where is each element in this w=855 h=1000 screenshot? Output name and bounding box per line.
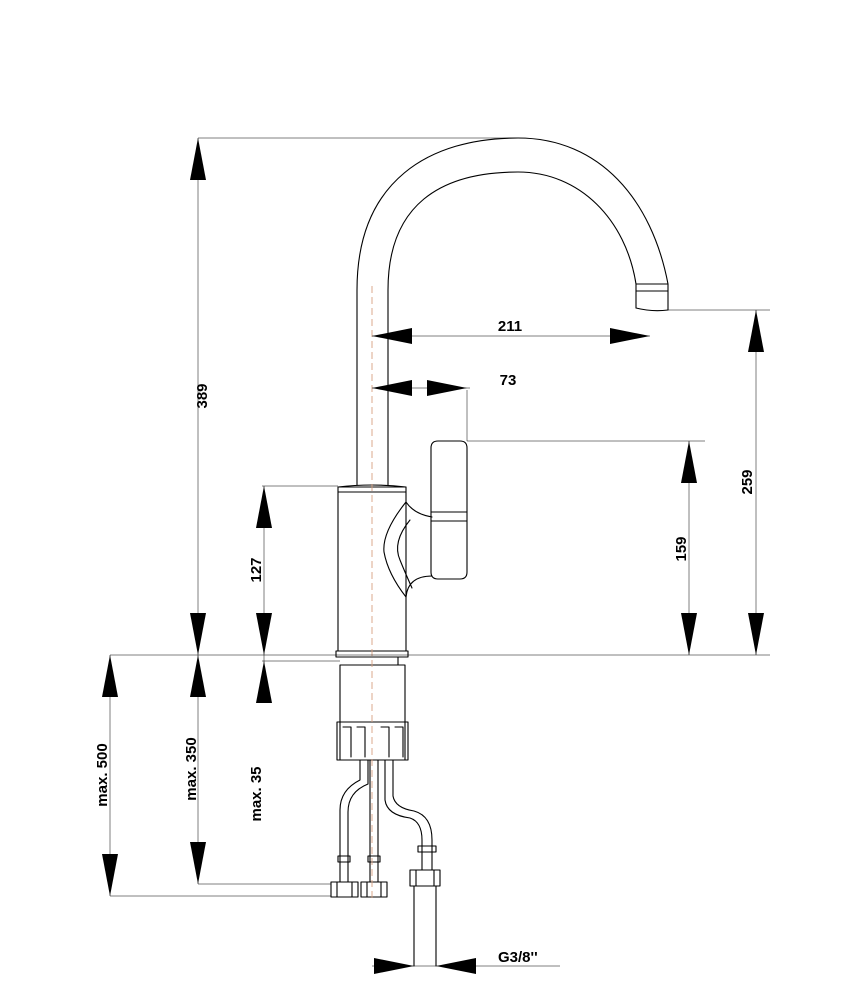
hose-nut-right (409, 869, 441, 887)
handle-connector (383, 501, 433, 598)
dimension-lines (102, 138, 764, 974)
dim-389-label: 389 (194, 383, 211, 408)
handle-connector-inner (397, 519, 413, 589)
dimension-labels: 389 211 73 259 159 127 max. 500 max. 350… (94, 318, 756, 966)
hose-left (339, 759, 369, 883)
dim-max350-label: max. 350 (183, 737, 200, 800)
spout-inner (387, 171, 637, 486)
faucet-outline (330, 137, 669, 967)
dim-73-label: 73 (500, 372, 517, 389)
lever-handle (430, 440, 468, 580)
extension-lines (110, 137, 770, 897)
hose-ferrules (337, 845, 437, 863)
shank (339, 664, 406, 761)
hose-nut-middle (360, 881, 388, 898)
hose-nut-left (330, 881, 359, 898)
fixing-nut (336, 721, 409, 761)
dim-g38-label: G3/8'' (498, 949, 538, 966)
dim-211-label: 211 (498, 318, 522, 335)
dim-max500-label: max. 500 (94, 743, 111, 806)
connection-pipe (413, 885, 437, 967)
hose-middle (369, 759, 379, 883)
hose-right (384, 759, 433, 871)
dim-max35-label: max. 35 (248, 766, 265, 821)
spout-outer (356, 137, 669, 486)
dim-127-label: 127 (248, 557, 265, 582)
spout-outlet (635, 283, 669, 312)
dim-159-label: 159 (673, 536, 690, 561)
lever-handle-detail (430, 511, 468, 522)
dim-259-label: 259 (739, 469, 756, 494)
